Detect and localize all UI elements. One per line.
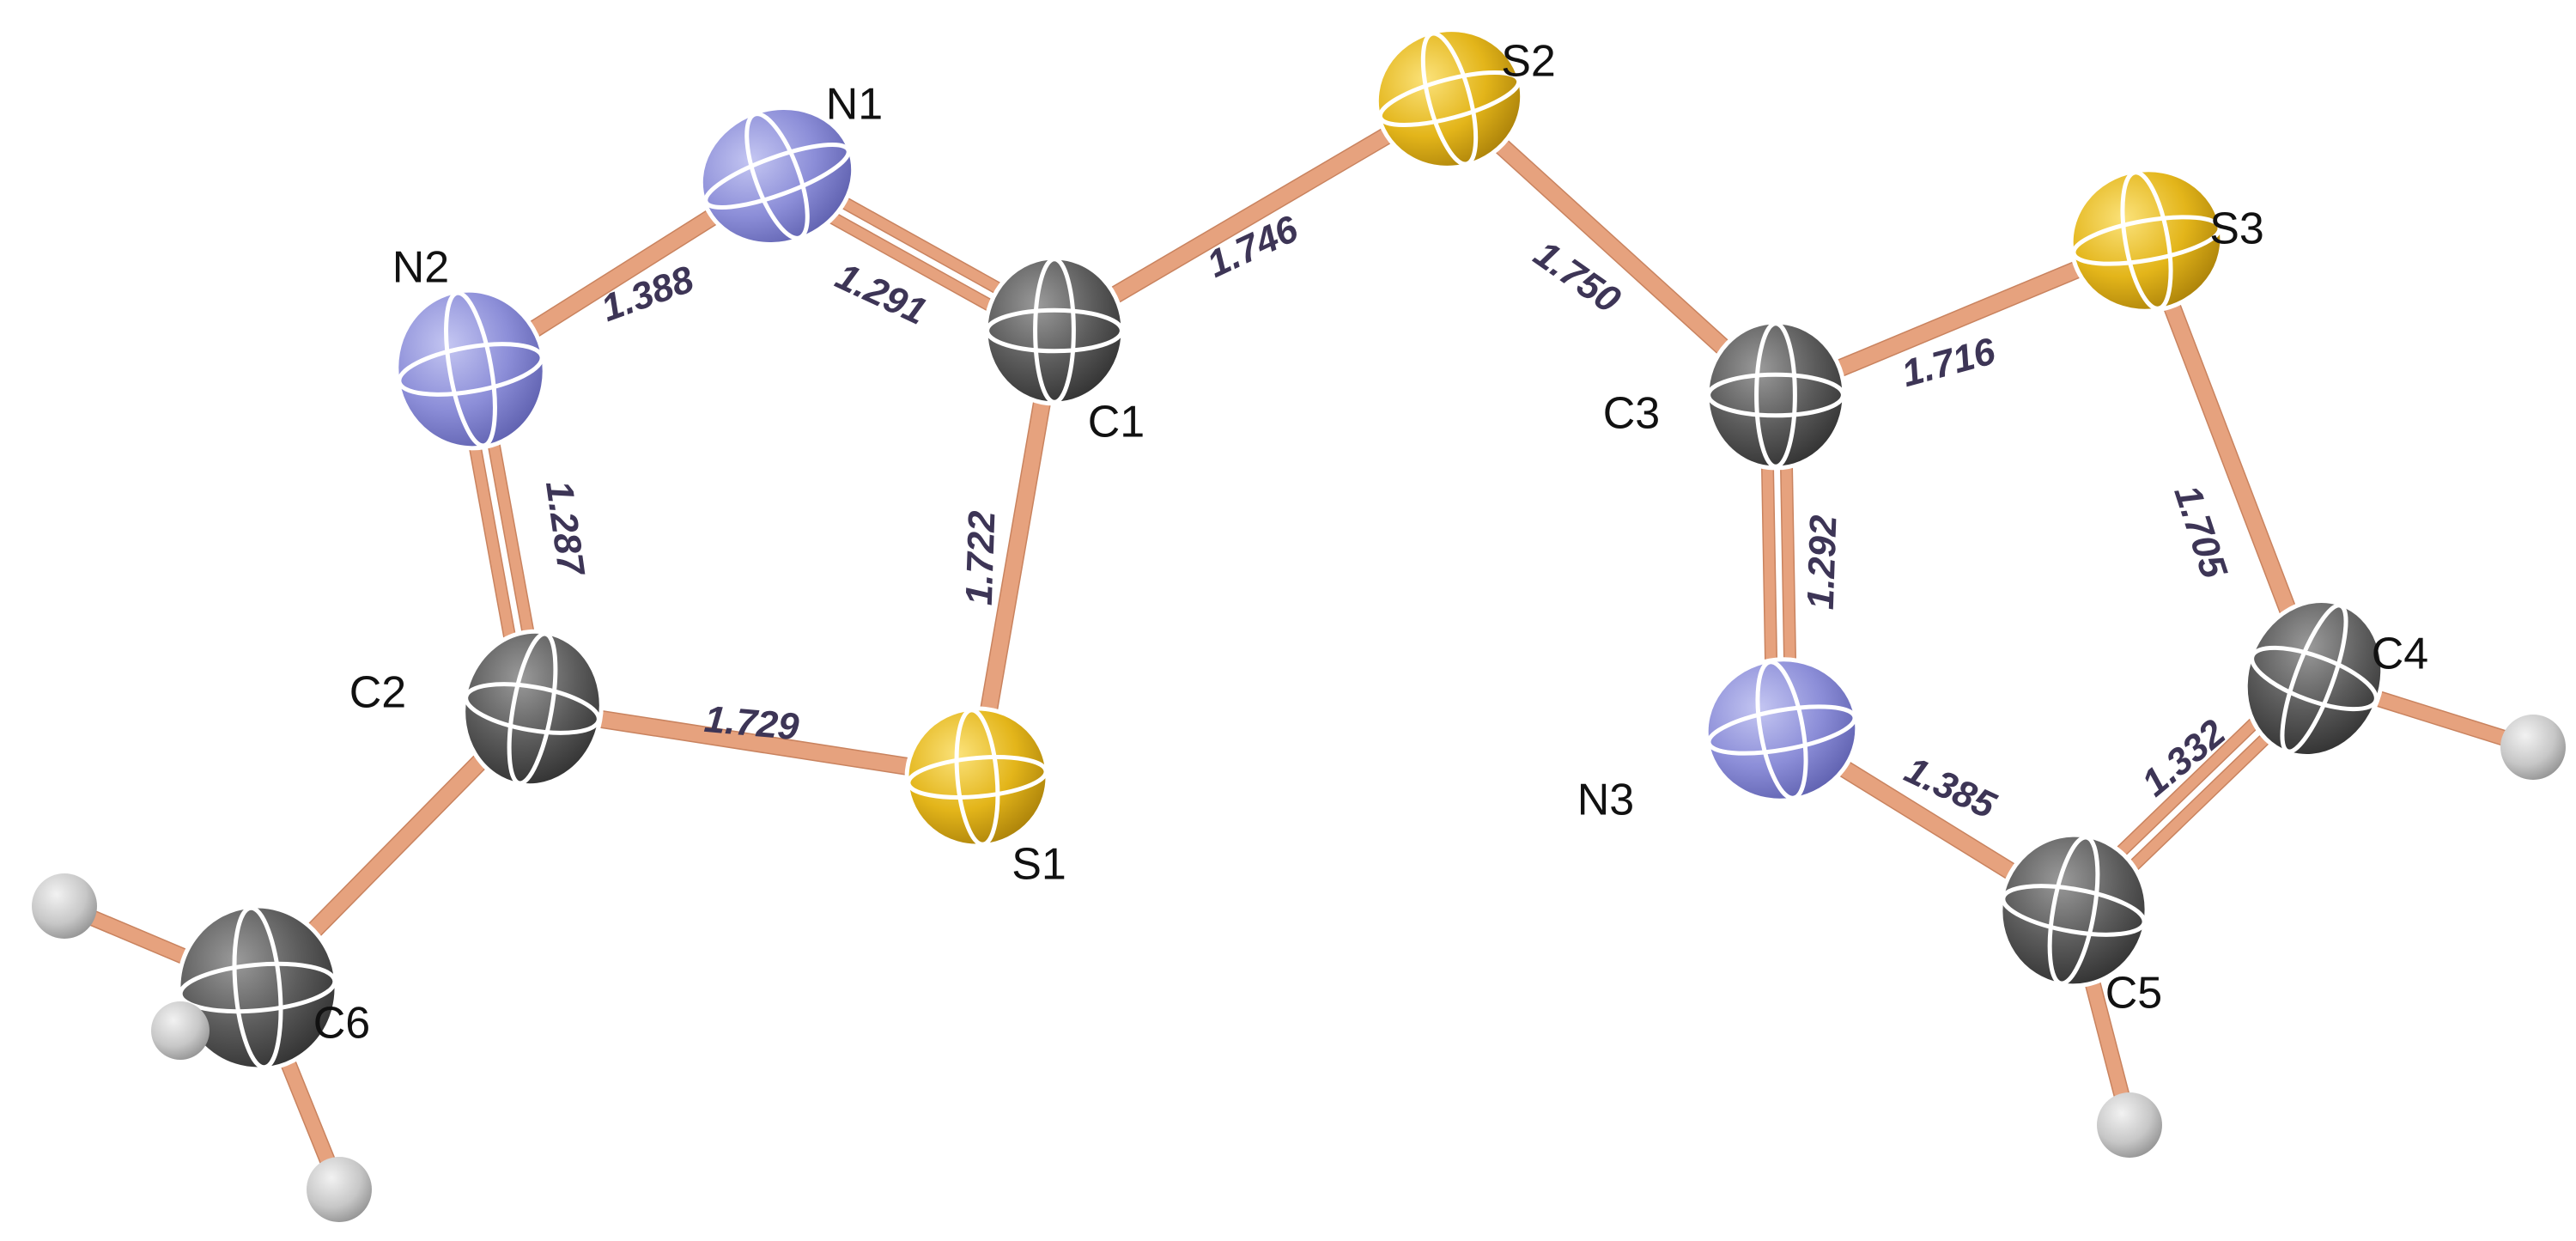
atom-c6 (176, 903, 339, 1072)
atom-n2 (394, 288, 547, 451)
atom-label-c5: C5 (2105, 969, 2162, 1019)
bond-length-label-s3-c4: 1.705 (2166, 480, 2235, 583)
atom-h6b (151, 1001, 210, 1060)
bond-S3-C4 (2137, 231, 2324, 688)
bond-length-label-c1-s1: 1.722 (958, 509, 1004, 605)
atom-label-s3: S3 (2209, 204, 2264, 254)
atom-h6a (32, 873, 97, 939)
atom-label-c4: C4 (2372, 630, 2428, 679)
atom-h5 (2097, 1092, 2162, 1158)
atom-h4 (2500, 715, 2566, 780)
atom-label-s1: S1 (1012, 840, 1066, 890)
bond-length-label-n2-n1: 1.388 (596, 258, 700, 330)
atom-label-n2: N2 (392, 243, 449, 293)
bond-length-label-c3-n3: 1.292 (1800, 514, 1845, 610)
atom-label-n3: N3 (1577, 776, 1634, 825)
bond-length-label-c2-s1: 1.729 (702, 698, 800, 748)
atom-c1 (983, 255, 1126, 406)
bond-C1-S1 (968, 321, 1064, 787)
atom-label-c1: C1 (1088, 398, 1145, 447)
bond-C2-S1 (523, 699, 987, 787)
bond-length-label-n2-c2: 1.287 (538, 478, 592, 580)
atom-c3 (1704, 319, 1847, 471)
atom-n1 (698, 106, 856, 246)
atom-label-c2: C2 (349, 668, 406, 718)
bond-C1-S2 (1045, 89, 1459, 340)
atom-c4 (2243, 599, 2385, 758)
atom-label-n1: N1 (826, 80, 883, 130)
atom-c5 (1998, 832, 2149, 989)
atom-n3 (1704, 657, 1860, 803)
atom-s3 (2069, 167, 2225, 313)
atom-label-c6: C6 (313, 999, 370, 1049)
bond-S2-C3 (1440, 89, 1785, 405)
atom-layer (32, 27, 2566, 1222)
atom-label-s2: S2 (1501, 37, 1556, 87)
atom-s2 (1374, 27, 1525, 170)
atom-h6c (307, 1157, 372, 1222)
atom-s1 (904, 706, 1050, 849)
atom-c2 (461, 629, 604, 788)
atom-label-c3: C3 (1603, 389, 1660, 439)
